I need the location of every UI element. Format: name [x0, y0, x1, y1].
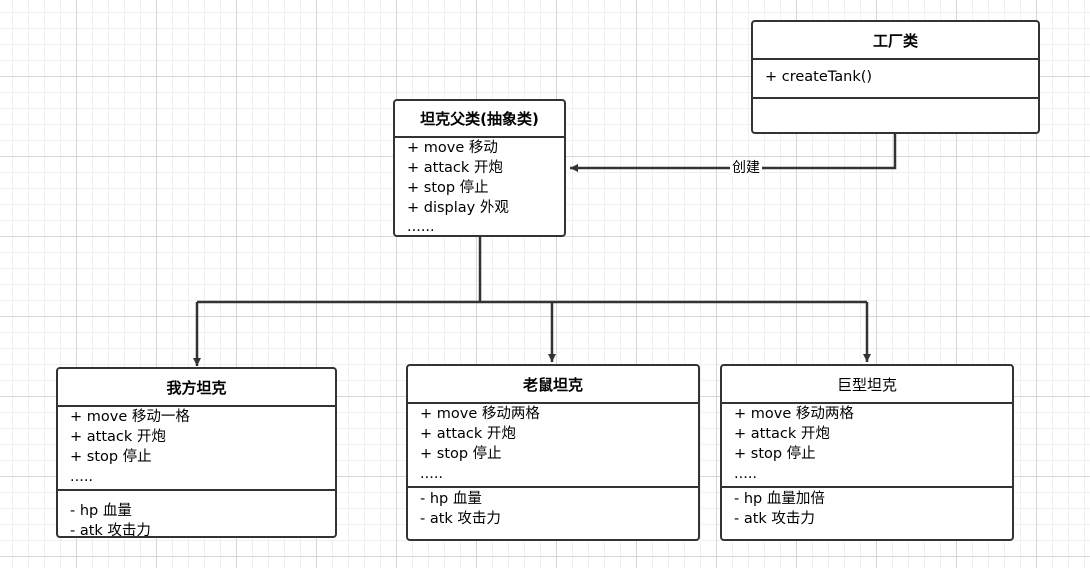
method-item: + stop 停止 — [407, 180, 489, 196]
field-list: - hp 血量 - atk 攻击力 — [58, 489, 335, 541]
method-item: + stop 停止 — [70, 449, 152, 465]
create-connector — [570, 134, 897, 172]
method-item: + attack 开炮 — [734, 426, 830, 442]
factory-class[interactable]: 工厂类 + createTank() — [751, 20, 1040, 134]
player-tank-class[interactable]: 我方坦克 + move 移动一格 + attack 开炮 + stop 停止 .… — [56, 367, 337, 541]
class-name: 老鼠坦克 — [408, 366, 698, 404]
field-item: - hp 血量加倍 — [734, 491, 825, 507]
method-item: + move 移动一格 — [70, 409, 190, 425]
method-item: ...... — [407, 219, 435, 235]
empty-section — [753, 97, 1038, 132]
parent-tank-class[interactable]: 坦克父类(抽象类) + move 移动 + attack 开炮 + stop 停… — [393, 99, 566, 237]
method-item: + stop 停止 — [420, 446, 502, 462]
method-item: + move 移动 — [407, 140, 498, 156]
method-list: + move 移动两格 + attack 开炮 + stop 停止 ..... — [722, 404, 1012, 486]
method-list: + move 移动两格 + attack 开炮 + stop 停止 ..... — [408, 404, 698, 486]
rat-tank-class[interactable]: 老鼠坦克 + move 移动两格 + attack 开炮 + stop 停止 .… — [406, 364, 700, 541]
class-name: 坦克父类(抽象类) — [395, 101, 564, 138]
method-item: + createTank() — [765, 69, 873, 85]
field-item: - atk 攻击力 — [70, 523, 151, 539]
method-item: + stop 停止 — [734, 446, 816, 462]
field-item: - atk 攻击力 — [734, 511, 815, 527]
method-list: + move 移动 + attack 开炮 + stop 停止 + displa… — [395, 138, 564, 236]
field-item: - atk 攻击力 — [420, 511, 501, 527]
field-item: - hp 血量 — [420, 491, 482, 507]
field-list: - hp 血量加倍 - atk 攻击力 — [722, 486, 1012, 529]
method-item: + move 移动两格 — [734, 406, 854, 422]
method-item: + display 外观 — [407, 200, 509, 216]
field-list: - hp 血量 - atk 攻击力 — [408, 486, 698, 529]
method-item: + attack 开炮 — [407, 160, 503, 176]
class-name: 我方坦克 — [58, 369, 335, 407]
method-item: + move 移动两格 — [420, 406, 540, 422]
class-name: 巨型坦克 — [722, 366, 1012, 404]
method-item: ..... — [70, 469, 94, 485]
method-list: + createTank() — [753, 60, 1038, 97]
method-list: + move 移动一格 + attack 开炮 + stop 停止 ..... — [58, 407, 335, 489]
giant-tank-class[interactable]: 巨型坦克 + move 移动两格 + attack 开炮 + stop 停止 .… — [720, 364, 1014, 541]
create-label: 创建 — [730, 160, 762, 176]
class-name: 工厂类 — [753, 22, 1038, 60]
method-item: + attack 开炮 — [420, 426, 516, 442]
method-item: ..... — [734, 466, 758, 482]
method-item: + attack 开炮 — [70, 429, 166, 445]
field-item: - hp 血量 — [70, 503, 132, 519]
method-item: ..... — [420, 466, 444, 482]
